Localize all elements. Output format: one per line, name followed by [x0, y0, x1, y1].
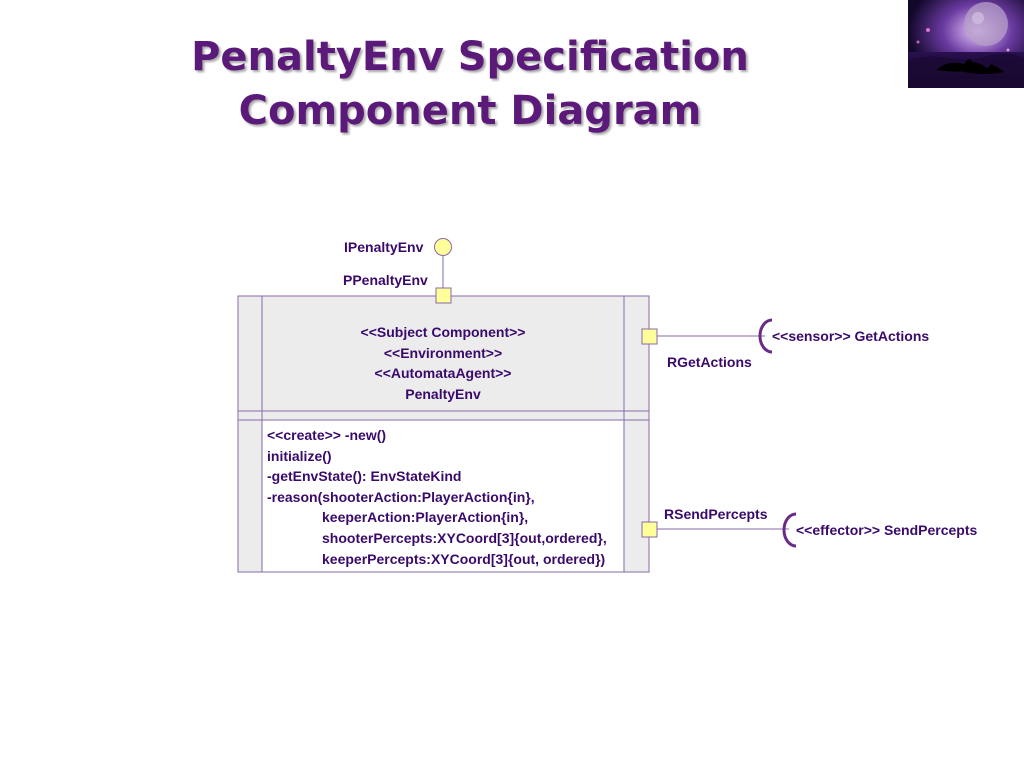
port-ppenaltyenv — [435, 287, 452, 304]
night-sea-orca-image — [908, 0, 1024, 88]
operation-reason-param-keeper-action: keeperAction:PlayerAction{in}, — [322, 509, 529, 526]
required-getactions-label: <<sensor>> GetActions — [772, 328, 930, 344]
slide-title-line-1: PenaltyEnv Specification — [191, 34, 749, 80]
operation-create: <<create>> -new() — [267, 427, 387, 443]
port-rsendpercepts — [641, 521, 658, 538]
provided-interface-label: IPenaltyEnv — [344, 239, 424, 255]
stereotype-environment: <<Environment>> — [383, 344, 503, 361]
component-header: <<Subject Component>> <<Environment>> <<… — [262, 322, 624, 404]
operations-list: <<create>> -new() initialize() -getEnvSt… — [267, 425, 607, 569]
provided-interface-lollipop — [434, 238, 452, 256]
provided-port-label: PPenaltyEnv — [343, 272, 428, 288]
operations-compartment — [262, 420, 624, 572]
getactions-socket — [758, 318, 773, 354]
stereotype-automata-agent: <<AutomataAgent>> — [374, 365, 512, 381]
sendpercepts-socket — [782, 512, 797, 548]
port-rsendpercepts-label: RSendPercepts — [664, 506, 768, 522]
operation-get-env-state: -getEnvState(): EnvStateKind — [267, 468, 462, 485]
operation-initialize: initialize() — [267, 447, 332, 464]
required-sendpercepts-label: <<effector>> SendPercepts — [796, 522, 978, 538]
operation-reason: -reason(shooterAction:PlayerAction{in}, — [267, 488, 535, 505]
stereotype-subject-component: <<Subject Component>> — [360, 324, 526, 340]
component-name: PenaltyEnv — [405, 385, 481, 402]
operation-reason-param-shooter-percepts: shooterPercepts:XYCoord[3]{out,ordered}, — [322, 529, 607, 546]
operation-reason-param-keeper-percepts: keeperPercepts:XYCoord[3]{out, ordered}) — [322, 550, 606, 567]
slide-title-line-2: Component Diagram — [238, 88, 702, 134]
port-rgetactions — [641, 328, 658, 345]
port-rgetactions-label: RGetActions — [667, 354, 752, 370]
